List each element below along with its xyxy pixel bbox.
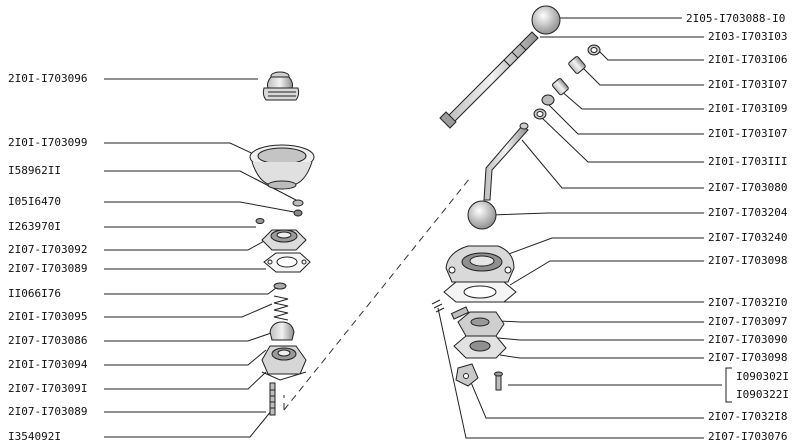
label-right-1: 2I05-I703088-I0 — [686, 12, 785, 25]
label-right-18: 2I07-I7032I8 — [708, 410, 787, 423]
label-left-11: 2I0I-I703094 — [8, 358, 88, 371]
selector-block — [450, 306, 505, 337]
label-right-12: 2I07-I7032I0 — [708, 296, 787, 309]
bushings-upper — [533, 44, 601, 120]
gasket-plate — [263, 252, 311, 273]
shift-housing — [445, 245, 515, 283]
label-left-3: I58962II — [8, 164, 61, 177]
left-leader-lines — [104, 78, 297, 438]
label-right-19: 2I07-I703076 — [708, 430, 787, 443]
label-right-16: I090302I — [736, 370, 789, 383]
label-right-7: 2I0I-I703III — [708, 155, 787, 168]
lower-housing — [261, 345, 307, 381]
label-right-8: 2I07-I703080 — [708, 181, 787, 194]
mounting-bolt — [494, 371, 503, 391]
shift-lever — [467, 122, 529, 230]
small-washers-left — [255, 199, 304, 224]
label-left-8: II066I76 — [8, 287, 61, 300]
spring-pin — [431, 299, 445, 313]
label-left-2: 2I0I-I703099 — [8, 136, 87, 149]
label-right-13: 2I07-I703097 — [708, 315, 787, 328]
right-leader-lines — [437, 17, 722, 439]
label-left-6: 2I07-I703092 — [8, 243, 87, 256]
label-right-14: 2I07-I703090 — [708, 333, 787, 346]
bearing-plate — [261, 229, 307, 251]
bottom-bolt — [269, 382, 276, 416]
label-right-2: 2I03-I703I03 — [708, 30, 787, 43]
label-right-11: 2I07-I703098 — [708, 254, 787, 267]
bottom-plate — [453, 335, 507, 359]
label-right-17: I090322I — [736, 388, 789, 401]
left-label-group: 2I0I-I703096 2I0I-I703099 I58962II I05I6… — [8, 72, 88, 443]
label-left-1: 2I0I-I703096 — [8, 72, 87, 85]
housing-gasket — [443, 281, 517, 303]
bolt-label-bracket — [725, 367, 732, 403]
label-left-10: 2I07-I703086 — [8, 334, 87, 347]
gear-lever-rod — [439, 31, 539, 129]
label-left-13: 2I07-I703089 — [8, 405, 87, 418]
rubber-bush — [269, 321, 295, 341]
label-right-6: 2I0I-I703I07 — [708, 127, 787, 140]
mounting-bracket — [455, 363, 479, 387]
gear-lever-knob — [531, 5, 561, 35]
label-left-5: I263970I — [8, 220, 61, 233]
label-right-3: 2I0I-I703I06 — [708, 53, 787, 66]
label-left-9: 2I0I-I703095 — [8, 310, 87, 323]
label-right-5: 2I0I-I703I09 — [708, 102, 787, 115]
spring-and-washer — [273, 282, 289, 321]
label-left-4: I05I6470 — [8, 195, 61, 208]
right-label-group: 2I05-I703088-I0 2I03-I703I03 2I0I-I703I0… — [686, 12, 789, 443]
label-left-14: I354092I — [8, 430, 61, 443]
label-right-9: 2I07-I703204 — [708, 206, 788, 219]
label-right-15: 2I07-I703098 — [708, 351, 787, 364]
label-right-4: 2I0I-I703I07 — [708, 78, 787, 91]
boot-cap — [262, 71, 300, 101]
label-left-7: 2I07-I703089 — [8, 262, 87, 275]
cup-seal — [249, 144, 315, 190]
label-left-12: 2I07-I70309I — [8, 382, 87, 395]
assembly-dashed-line — [283, 177, 471, 411]
label-right-10: 2I07-I703240 — [708, 231, 787, 244]
